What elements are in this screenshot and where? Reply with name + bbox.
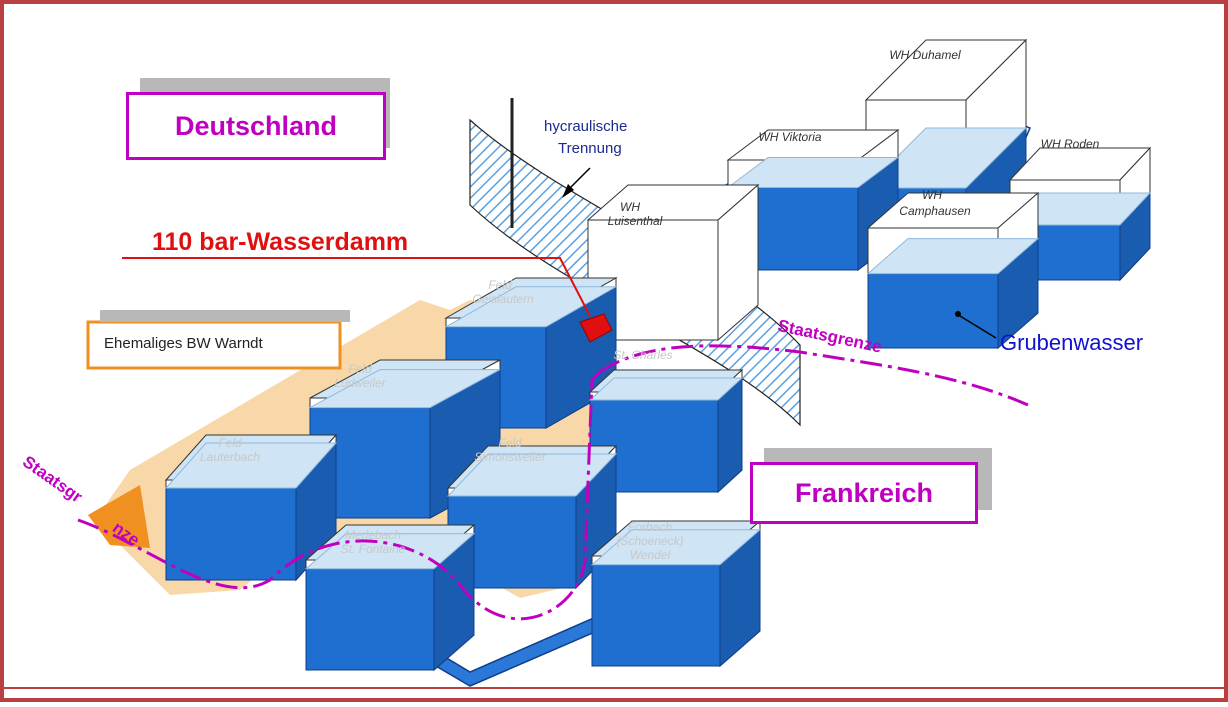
cube-label-charles: St. Charles: [613, 348, 673, 362]
cubes: [164, 38, 1152, 672]
cube-label-luisenthal-1: WH: [620, 200, 640, 214]
cube-label-merlebach-2: St. Fontaine: [340, 542, 406, 556]
cube-viktoria-water-surface: [726, 157, 900, 188]
cube-label-forbach-3: Wendel: [629, 548, 671, 562]
ehemaliges-shadow: [100, 310, 350, 322]
cube-forbach-water-surface: [590, 529, 762, 566]
cube-label-merlebach-1: Merlebach: [344, 528, 402, 542]
cube-label-roden: WH Roden: [1040, 137, 1100, 151]
cube-charles-water-surface: [588, 377, 744, 401]
cube-label-forbach-1: Forbach: [627, 520, 673, 534]
grubenwasser-dot: [955, 311, 961, 317]
cube-geislautern-water-surface: [444, 286, 618, 328]
cube-label-forbach-2: (Schoeneck): [616, 534, 684, 548]
wasserdamm-pointer: [122, 257, 591, 317]
deutschland-label: Deutschland: [126, 92, 386, 160]
cube-label-geislautern-2: Geislautern: [472, 292, 534, 306]
cube-label-simon-2: Simonsweiler: [474, 450, 546, 464]
hydraulische-label-1: hycraulische: [544, 118, 628, 135]
cube-lauterbach-water-surface: [164, 442, 338, 489]
cube-label-ludweiler-1: Feld: [348, 362, 372, 376]
warndt-corner: [88, 485, 150, 548]
cube-label-duhamel: WH Duhamel: [889, 48, 961, 62]
cube-label-camphausen-2: Camphausen: [899, 204, 971, 218]
cube-luisenthal: [586, 183, 760, 342]
cube-lauterbach-water-front: [165, 487, 297, 581]
cube-label-viktoria: WH Viktoria: [758, 130, 822, 144]
cube-label-luisenthal-2: Luisenthal: [607, 214, 663, 228]
cube-label-camphausen-1: WH: [922, 188, 942, 202]
cube-ludweiler-water-surface: [309, 369, 501, 409]
cube-camphausen: [866, 191, 1040, 350]
staatsgrenze-right-line: [599, 344, 1029, 407]
cube-camphausen-water-front: [867, 273, 999, 349]
staatsgrenze-left-line: [77, 370, 602, 621]
cube-label-geislautern-1: Feld: [488, 278, 512, 292]
cube-merlebach-water-front: [305, 568, 435, 671]
cube-camphausen-water-surface: [866, 238, 1040, 275]
hydraulische-label-2: Trennung: [558, 140, 622, 157]
wasserdamm-icon: [579, 313, 613, 343]
cube-forbach: [590, 519, 762, 668]
cube-forbach-water-front: [591, 564, 721, 667]
grubenwasser-label: Grubenwasser: [1000, 330, 1144, 355]
cube-label-simon-1: Feld: [498, 436, 522, 450]
cube-label-lauterbach-2: Lauterbach: [199, 450, 261, 464]
wasserdamm-label: 110 bar-Wasserdamm: [152, 228, 409, 256]
cube-lauterbach: [164, 433, 338, 582]
cube-label-lauterbach-1: Feld: [218, 436, 242, 450]
ehemaliges-box: [86, 320, 342, 370]
wall-arrow-head: [562, 184, 574, 198]
grubenwasser-pointer: [959, 315, 997, 339]
cube-simon-water-surface: [446, 453, 618, 497]
cube-ludweiler: [309, 359, 501, 519]
ehemaliges-label: Ehemaliges BW Warndt: [104, 335, 263, 352]
cube-duhamel-water-surface: [864, 127, 1028, 189]
frankreich-label: Frankreich: [750, 462, 978, 524]
cube-merlebach: [304, 523, 476, 672]
cube-label-ludweiler-2: Ludweiler: [334, 376, 386, 390]
